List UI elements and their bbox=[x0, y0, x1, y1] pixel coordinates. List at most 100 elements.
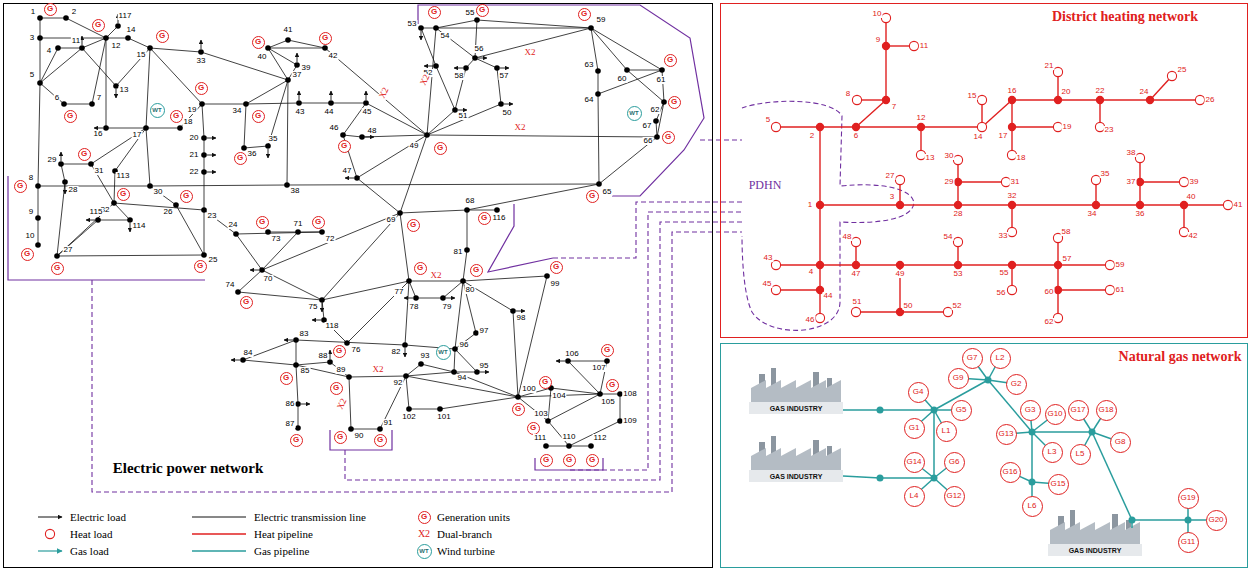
bus-dot bbox=[54, 253, 60, 259]
node-symbol-text: G bbox=[237, 154, 243, 162]
generator-circle: G bbox=[414, 262, 427, 275]
gas-node-circle: G5 bbox=[951, 400, 972, 421]
heat-node-number: 20 bbox=[1061, 88, 1072, 96]
electric-load-arrow bbox=[405, 348, 406, 357]
electric-load-arrow bbox=[82, 36, 83, 45]
heat-node-number: 25 bbox=[1177, 66, 1188, 74]
transmission-line bbox=[57, 203, 114, 256]
gas-pipeline bbox=[988, 358, 1000, 380]
heat-node bbox=[1136, 178, 1143, 185]
heat-node bbox=[1091, 175, 1100, 184]
heat-node bbox=[1095, 122, 1104, 131]
gas-industry-icon bbox=[1048, 510, 1142, 556]
bus-dot bbox=[510, 308, 516, 314]
generator-circle: G bbox=[540, 454, 553, 467]
bus-dot bbox=[566, 443, 572, 449]
pdhn-boundary bbox=[742, 101, 914, 330]
bus-dot bbox=[55, 45, 61, 51]
heat-node bbox=[1008, 261, 1015, 268]
bus-number: 98 bbox=[516, 314, 527, 322]
transmission-line bbox=[467, 184, 599, 210]
legend-gas-pipeline-sample bbox=[192, 550, 246, 552]
generator-circle: G bbox=[527, 422, 540, 435]
legend-generator-circle: G bbox=[418, 511, 431, 524]
transmission-line bbox=[202, 104, 204, 138]
bus-dot bbox=[659, 67, 665, 73]
electric-load-arrow bbox=[366, 91, 367, 100]
heat-node bbox=[1167, 71, 1176, 80]
legend-text: Heat pipeline bbox=[254, 529, 313, 540]
gas-pipeline bbox=[1132, 519, 1188, 521]
bus-dot bbox=[464, 247, 470, 253]
bus-dot bbox=[413, 295, 419, 301]
bus-number: 68 bbox=[465, 197, 476, 205]
bus-number: 72 bbox=[325, 235, 336, 243]
gas-node-circle: G9 bbox=[948, 368, 969, 389]
transmission-line bbox=[114, 203, 204, 210]
dual-branch-mark: X2 bbox=[372, 365, 385, 374]
bus-dot bbox=[460, 278, 466, 284]
transmission-line bbox=[475, 20, 477, 58]
heat-pipeline bbox=[776, 126, 820, 127]
heat-node bbox=[1096, 96, 1103, 103]
heat-pipeline bbox=[819, 127, 820, 205]
bus-number: 60 bbox=[617, 75, 628, 83]
electric-load-arrow bbox=[65, 185, 66, 194]
gas-pipeline bbox=[1010, 472, 1032, 482]
transmission-line bbox=[180, 104, 202, 128]
transmission-line bbox=[91, 128, 146, 164]
transmission-line bbox=[405, 281, 409, 345]
heat-pipeline bbox=[958, 204, 1012, 205]
transmission-line bbox=[331, 103, 366, 104]
bus-number: 111 bbox=[533, 434, 547, 442]
bus-number: 56 bbox=[474, 45, 485, 53]
electric-load-arrow bbox=[480, 372, 489, 373]
heat-node-number: 13 bbox=[925, 154, 936, 162]
transmission-line bbox=[357, 178, 400, 213]
transmission-line bbox=[243, 360, 296, 365]
heat-pipeline bbox=[819, 205, 820, 265]
pdhn-areas bbox=[8, 5, 704, 470]
gas-pipeline bbox=[1080, 432, 1092, 454]
bus-number: 20 bbox=[189, 134, 200, 142]
bus-dot bbox=[624, 67, 630, 73]
bus-number: 94 bbox=[457, 374, 468, 382]
heat-pipeline bbox=[1058, 289, 1110, 290]
gas-junction bbox=[877, 475, 884, 482]
factory-sign bbox=[1048, 544, 1142, 556]
transmission-line bbox=[475, 28, 591, 58]
transmission-line bbox=[548, 394, 600, 421]
heat-node bbox=[1135, 153, 1144, 162]
heat-node bbox=[771, 122, 780, 131]
gas-pipelines bbox=[843, 358, 1216, 542]
legend-text: Heat load bbox=[70, 529, 112, 540]
legend-text: Electric load bbox=[70, 512, 126, 523]
transmission-line bbox=[455, 68, 466, 110]
bus-number: 66 bbox=[643, 137, 654, 145]
transmission-line bbox=[244, 146, 268, 148]
dual-branch-mark: X2 bbox=[514, 123, 527, 132]
gas-pipeline bbox=[934, 462, 954, 478]
node-symbol-text: G19 bbox=[1180, 494, 1195, 502]
generator-circle: G bbox=[338, 140, 351, 153]
bus-number: 4 bbox=[46, 47, 52, 55]
transmission-line bbox=[467, 210, 497, 211]
transmission-line bbox=[598, 70, 662, 94]
heat-node-number: 44 bbox=[823, 292, 834, 300]
heat-node bbox=[1007, 227, 1016, 236]
bus-number: 18 bbox=[183, 118, 194, 126]
node-symbol-text: G bbox=[24, 250, 30, 258]
heat-node bbox=[1179, 177, 1188, 186]
transmission-line bbox=[662, 70, 664, 102]
bus-dot bbox=[201, 152, 207, 158]
heat-node-number: 35 bbox=[1100, 170, 1111, 178]
node-symbol-text: WT bbox=[629, 110, 638, 116]
heat-pipeline bbox=[958, 181, 1006, 182]
legend-gas-load-sample bbox=[38, 550, 62, 551]
bus-dot bbox=[595, 68, 601, 74]
bus-number: 37 bbox=[292, 71, 303, 79]
legend-electric-load-sample bbox=[38, 517, 62, 518]
node-symbol-text: L1 bbox=[942, 427, 951, 435]
factory-building bbox=[751, 380, 841, 404]
bus-number: 108 bbox=[622, 390, 637, 398]
